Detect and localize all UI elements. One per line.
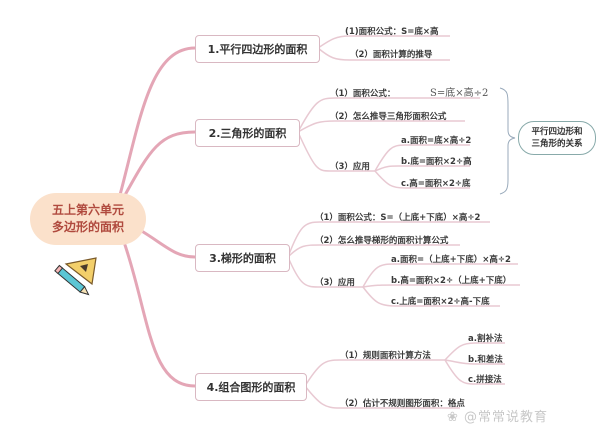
leaf-trapezoid-derivation[interactable]: （2）怎么推导梯形的面积计算公式: [315, 236, 449, 246]
topic-label: 1.平行四边形的面积: [207, 43, 308, 56]
leaf-triangle-formula[interactable]: （1）面积公式：: [330, 89, 396, 99]
leaf-composite-regular-method[interactable]: （1）规则面积计算方法: [340, 351, 431, 361]
root-title-line2: 多边形的面积: [51, 220, 124, 234]
watermark-text: @常常说教育: [464, 410, 549, 425]
leaf-trapezoid-app-c[interactable]: c.上底=面积×2÷高-下底: [391, 297, 490, 307]
leaf-triangle-app-a[interactable]: a.面积=底×高÷2: [401, 136, 472, 146]
paw-icon: ❀: [447, 410, 465, 425]
leaf-triangle-app-c[interactable]: c.高=面积×2÷底: [401, 179, 471, 189]
topic-composite-area[interactable]: 4.组合图形的面积: [195, 373, 307, 401]
triangle-formula-expression: S=底×高÷2: [430, 88, 489, 99]
topic-triangle-area[interactable]: 2.三角形的面积: [195, 119, 300, 147]
leaf-trapezoid-formula[interactable]: （1）面积公式：S=（上底+下底）×高÷2: [315, 213, 481, 223]
topic-trapezoid-area[interactable]: 3.梯形的面积: [195, 244, 290, 272]
leaf-triangle-derivation[interactable]: （2）怎么推导三角形面积公式: [330, 112, 447, 122]
leaf-composite-method-b[interactable]: b.和差法: [468, 355, 503, 365]
root-node[interactable]: 五上第六单元 多边形的面积: [30, 193, 146, 245]
leaf-composite-method-c[interactable]: c.拼接法: [468, 375, 502, 385]
leaf-composite-irregular-estimate[interactable]: （2）估计不规则图形面积：格点: [340, 399, 465, 409]
topic-parallelogram-area[interactable]: 1.平行四边形的面积: [195, 35, 320, 63]
leaf-parallelogram-formula[interactable]: (1)面积公式：S=底×高: [345, 27, 439, 37]
leaf-composite-method-a[interactable]: a.割补法: [468, 334, 503, 344]
leaf-trapezoid-app-a[interactable]: a.面积=（上底+下底）×高÷2: [391, 255, 511, 265]
topic-label: 4.组合图形的面积: [206, 381, 296, 394]
topic-label: 3.梯形的面积: [209, 252, 276, 265]
topic-label: 2.三角形的面积: [208, 127, 287, 140]
leaf-triangle-app-b[interactable]: b.底=面积×2÷高: [401, 157, 472, 167]
relationship-note-line2: 三角形的关系: [531, 139, 583, 149]
brace-icon: [499, 87, 516, 195]
root-title-line1: 五上第六单元: [51, 203, 124, 217]
relationship-note-line1: 平行四边形和: [531, 127, 583, 137]
relationship-note[interactable]: 平行四边形和 三角形的关系: [518, 121, 596, 155]
watermark: ❀ @常常说教育: [447, 406, 548, 425]
ruler-pencil-icon: [54, 257, 97, 296]
leaf-trapezoid-application[interactable]: （3）应用: [315, 278, 355, 288]
leaf-parallelogram-derivation[interactable]: （2）面积计算的推导: [350, 50, 433, 60]
leaf-triangle-application[interactable]: （3）应用: [330, 162, 370, 172]
leaf-trapezoid-app-b[interactable]: b.高=面积×2÷（上底+下底）: [391, 276, 512, 286]
